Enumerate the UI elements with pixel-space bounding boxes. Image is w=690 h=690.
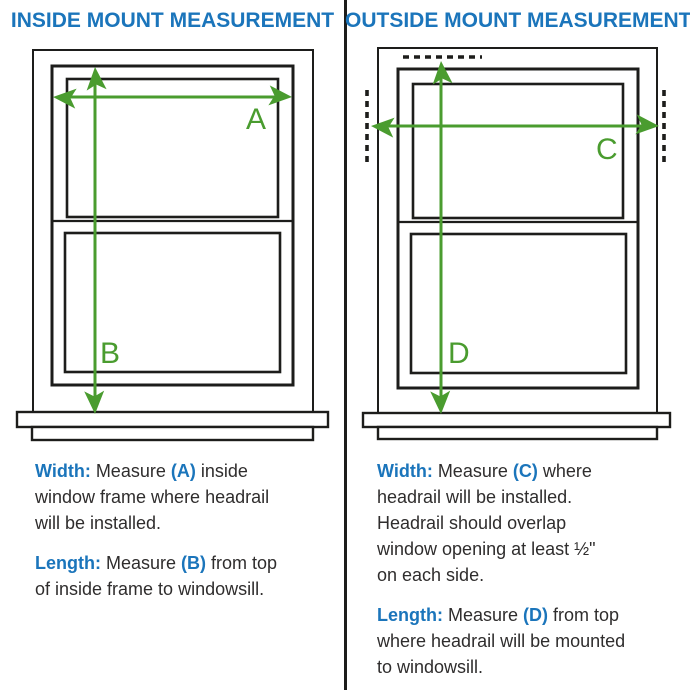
arrowhead-down-icon: [430, 390, 451, 414]
text-line: Width: Measure (A) inside: [35, 461, 248, 481]
length-arrow: D: [430, 61, 470, 414]
arrowhead-left-icon: [53, 88, 77, 109]
width-label: A: [246, 103, 266, 136]
arrowhead-right-icon: [635, 114, 659, 135]
inside-mount-window-diagram: A B: [15, 49, 330, 442]
width-arrow: A: [53, 85, 292, 136]
outside-mount-panel: OUTSIDE MOUNT MEASUREMENT C: [345, 0, 690, 690]
arrowhead-left-icon: [371, 117, 395, 138]
width-label: C: [596, 133, 618, 166]
text-line: Headrail should overlap: [377, 513, 567, 533]
arrowhead-up-icon: [432, 61, 453, 85]
upper-sash: [65, 77, 280, 219]
window-frame: [15, 49, 330, 442]
window-frame: [361, 47, 672, 441]
width-instruction: Width: Measure (C) where headrail will b…: [377, 458, 625, 588]
arrowhead-down-icon: [84, 390, 105, 414]
arrowhead-right-icon: [268, 85, 292, 106]
text-line: on each side.: [377, 565, 485, 585]
text-line: Width: Measure (C) where: [377, 461, 592, 481]
text-line: Length: Measure (D) from top: [377, 605, 620, 625]
length-label: D: [448, 337, 470, 370]
outside-mount-title: OUTSIDE MOUNT MEASUREMENT: [345, 9, 690, 32]
inside-mount-title: INSIDE MOUNT MEASUREMENT: [10, 9, 335, 32]
width-instruction: Width: Measure (A) inside window frame w…: [35, 458, 277, 536]
length-instruction: Length: Measure (D) from top where headr…: [377, 602, 625, 680]
lower-sash: [63, 231, 282, 374]
panel-divider: [344, 0, 347, 690]
text-line: where headrail will be mounted: [377, 631, 626, 651]
text-line: headrail will be installed.: [377, 487, 573, 507]
overlap-dashed-guides: [365, 55, 666, 167]
windowsill: [361, 411, 672, 429]
text-line: of inside frame to windowsill.: [35, 579, 265, 599]
outside-mount-window-diagram: C D: [361, 47, 672, 441]
length-arrow: B: [84, 67, 120, 414]
window-jamb: [396, 67, 640, 390]
upper-sash: [411, 82, 625, 220]
width-arrow: C: [371, 114, 659, 166]
text-line: window frame where headrail: [35, 487, 270, 507]
outside-mount-description: Width: Measure (C) where headrail will b…: [377, 458, 625, 690]
inside-mount-description: Width: Measure (A) inside window frame w…: [35, 458, 277, 616]
sill-apron: [30, 425, 315, 442]
window-jamb: [50, 64, 295, 387]
length-instruction: Length: Measure (B) from top of inside f…: [35, 550, 277, 602]
windowsill: [15, 410, 330, 429]
text-line: window opening at least ½": [377, 539, 596, 559]
lower-sash: [409, 232, 628, 375]
text-line: will be installed.: [35, 513, 162, 533]
window-casing: [377, 47, 658, 414]
inside-mount-panel: INSIDE MOUNT MEASUREMENT A: [10, 9, 335, 616]
length-label: B: [100, 337, 120, 370]
arrowhead-up-icon: [86, 67, 107, 91]
sill-apron: [376, 425, 659, 441]
text-line: to windowsill.: [377, 657, 484, 677]
text-line: Length: Measure (B) from top: [35, 553, 278, 573]
